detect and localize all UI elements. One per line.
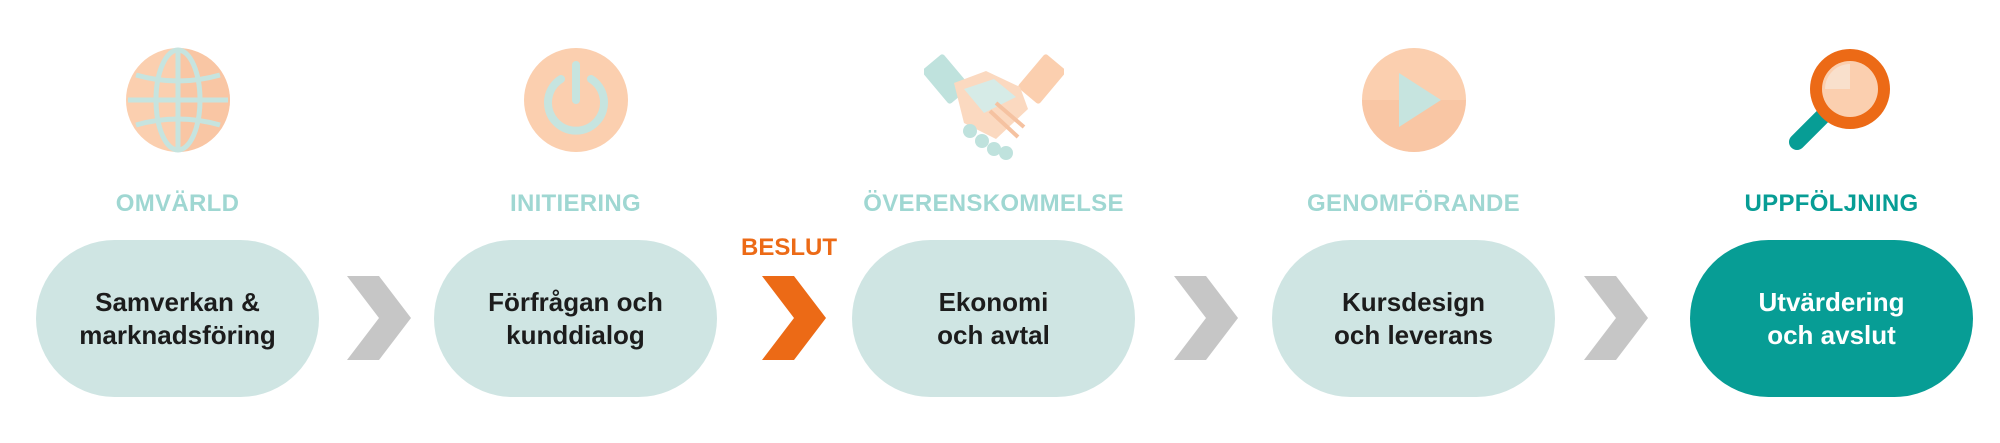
chevron-arrow-decision — [762, 276, 826, 360]
step-uppfoljning: UPPFÖLJNING Utvärdering och avslut — [1690, 0, 1973, 443]
power-icon-wrap — [434, 45, 717, 175]
step-label: GENOMFÖRANDE — [1307, 190, 1520, 217]
step-pill: Samverkan & marknadsföring — [36, 240, 319, 397]
step-text-line1: Förfrågan och — [488, 286, 663, 317]
step-overenskommelse: ÖVERENSKOMMELSE Ekonomi och avtal — [852, 0, 1135, 443]
step-pill: Förfrågan och kunddialog — [434, 240, 717, 397]
step-text-line1: Utvärdering — [1758, 286, 1905, 317]
step-label: OMVÄRLD — [115, 190, 240, 217]
step-text-line2: och avtal — [937, 319, 1050, 350]
handshake-icon — [923, 54, 1064, 160]
step-genomforande: GENOMFÖRANDE Kursdesign och leverans — [1272, 0, 1555, 443]
step-text-line1: Kursdesign — [1341, 286, 1486, 317]
power-icon — [523, 48, 628, 152]
magnifier-icon — [1788, 49, 1890, 150]
step-label: INITIERING — [509, 190, 641, 217]
step-pill: Kursdesign och leverans — [1272, 240, 1555, 397]
play-icon — [1361, 48, 1466, 152]
magnifier-icon-wrap — [1690, 45, 1973, 175]
step-text-line1: Samverkan & — [95, 286, 260, 317]
step-initiering: INITIERING Förfrågan och kunddialog — [434, 0, 717, 443]
globe-icon-wrap — [36, 45, 319, 175]
globe-icon — [125, 47, 230, 153]
step-pill: Ekonomi och avtal — [852, 240, 1135, 397]
step-text-line1: Ekonomi — [938, 286, 1049, 317]
step-pill-final: Utvärdering och avslut — [1690, 240, 1973, 397]
step-omvarld: OMVÄRLD Samverkan & marknadsföring — [36, 0, 319, 443]
chevron-arrow-1 — [347, 276, 411, 360]
step-label: ÖVERENSKOMMELSE — [863, 190, 1124, 217]
chevron-arrow-3 — [1174, 276, 1238, 360]
step-text-line2: och avslut — [1767, 319, 1896, 350]
step-text-line2: kunddialog — [506, 319, 645, 350]
decision-label: BESLUT — [741, 234, 837, 261]
step-text-line2: marknadsföring — [79, 319, 276, 350]
handshake-icon-wrap — [852, 45, 1135, 175]
step-text-line2: och leverans — [1334, 319, 1493, 350]
play-icon-wrap — [1272, 45, 1555, 175]
chevron-arrow-4 — [1584, 276, 1648, 360]
step-label: UPPFÖLJNING — [1744, 190, 1919, 217]
